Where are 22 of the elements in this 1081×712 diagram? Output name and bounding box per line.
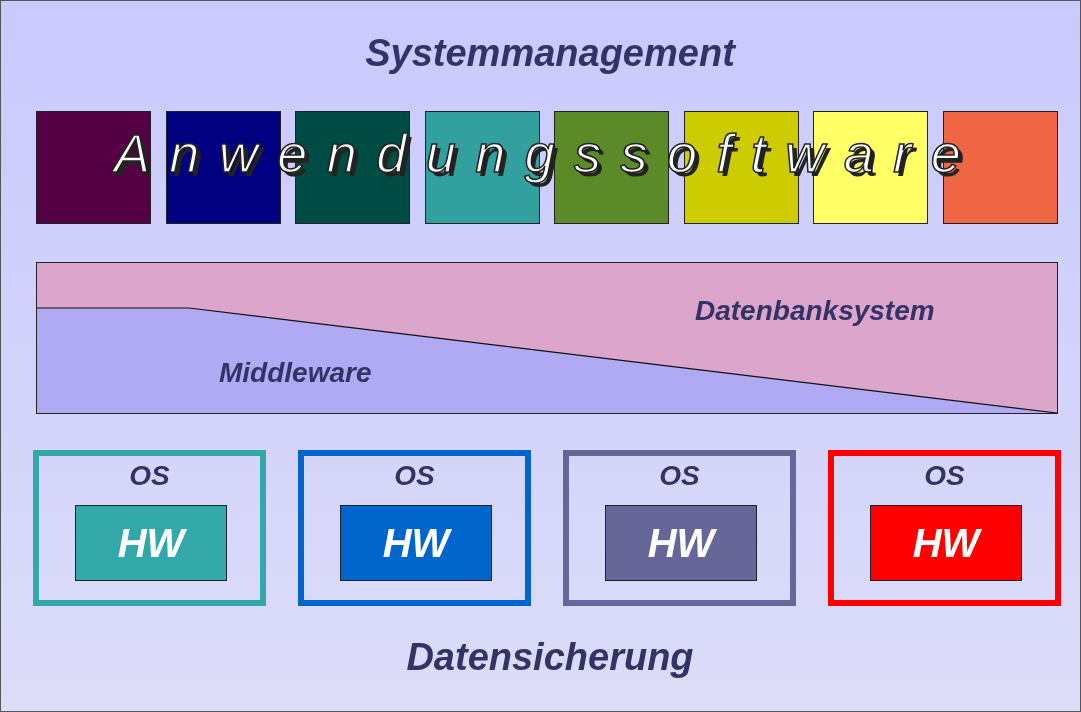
caption: Datensicherung	[405, 636, 695, 679]
hardware-label: HW	[647, 520, 715, 566]
os-label: OS	[393, 460, 436, 492]
layer-label: Middleware	[219, 357, 372, 389]
hardware-box	[340, 505, 492, 581]
os-box	[298, 450, 531, 606]
os-box	[563, 450, 796, 606]
hardware-box	[870, 505, 1022, 581]
os-label: OS	[128, 460, 171, 492]
banner-text: Anwendungssoftware	[110, 122, 982, 184]
os-label: OS	[658, 460, 701, 492]
hardware-box	[75, 505, 227, 581]
title: Systemmanagement	[364, 32, 737, 75]
hardware-box	[605, 505, 757, 581]
hardware-label: HW	[912, 520, 980, 566]
os-box	[828, 450, 1061, 606]
layer-label: Datenbanksystem	[695, 295, 935, 327]
layer-band	[36, 262, 1058, 414]
os-label: OS	[923, 460, 966, 492]
os-box	[33, 450, 266, 606]
hardware-label: HW	[117, 520, 185, 566]
hardware-label: HW	[382, 520, 450, 566]
